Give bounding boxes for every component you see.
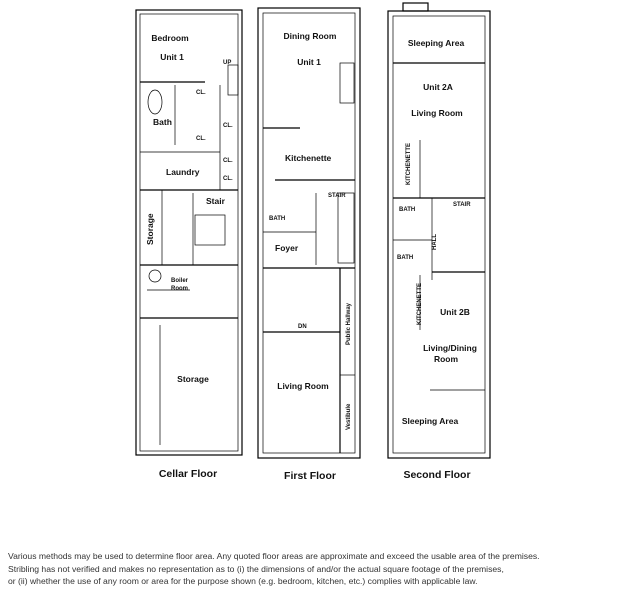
closet-label: CL. — [223, 158, 233, 164]
room-label-hall: HALL — [432, 234, 438, 250]
second-floor-plan: Sleeping Area Unit 2A Living Room KITCHE… — [387, 2, 491, 481]
room-label-kitchenette: KITCHENETTE — [406, 143, 412, 185]
up-label: UP — [223, 60, 231, 66]
room-label-boiler-room: Room — [171, 286, 188, 292]
room-label-public-hallway: Public Hallway — [346, 302, 352, 345]
cellar-floor-plan: Bedroom Unit 1 Bath Laundry Storage Stai… — [135, 9, 243, 480]
first-floor-plan: Dining Room Unit 1 Kitchenette STAIR BAT… — [257, 7, 361, 482]
dn-label: DN — [298, 324, 307, 330]
room-label-stair: Stair — [206, 196, 226, 206]
room-label-storage: Storage — [177, 374, 209, 384]
room-label-vestibule: Vestibule — [346, 403, 352, 430]
room-label-living-room: Living Room — [277, 381, 329, 391]
room-label-laundry: Laundry — [166, 167, 200, 177]
caption-cellar-floor: Cellar Floor — [159, 468, 217, 480]
room-label-bath: Bath — [153, 117, 172, 127]
room-label-stair: STAIR — [453, 202, 471, 208]
room-label-bedroom: Bedroom — [151, 33, 189, 43]
closet-label: CL. — [223, 123, 233, 129]
room-label-bath: BATH — [399, 207, 415, 213]
room-label-sleeping-area-bottom: Sleeping Area — [402, 416, 459, 426]
room-label-bath-2: BATH — [397, 255, 413, 261]
room-label-bath: BATH — [269, 216, 285, 222]
room-label-storage-small: Storage — [145, 213, 155, 245]
floor-plans: Bedroom Unit 1 Bath Laundry Storage Stai… — [135, 2, 491, 482]
closet-label: CL. — [196, 136, 206, 142]
room-label-unit: Unit 1 — [160, 52, 184, 62]
room-label-living-room: Living Room — [411, 108, 463, 118]
room-label-sleeping-area: Sleeping Area — [408, 38, 465, 48]
closet-label: CL. — [223, 176, 233, 182]
room-label-kitchenette: Kitchenette — [285, 153, 332, 163]
disclaimer-line: Various methods may be used to determine… — [8, 551, 540, 561]
room-label-living-dining-room: Room — [434, 354, 459, 364]
room-label-stair: STAIR — [328, 193, 346, 199]
disclaimer-line: or (ii) whether the use of any room or a… — [8, 576, 478, 586]
disclaimer: Various methods may be used to determine… — [8, 550, 638, 588]
room-label-foyer: Foyer — [275, 243, 299, 253]
room-label-dining-room: Dining Room — [284, 31, 337, 41]
room-label-kitchenette-2: KITCHENETTE — [417, 283, 423, 325]
room-label-unit-2b: Unit 2B — [440, 307, 470, 317]
caption-first-floor: First Floor — [284, 470, 336, 482]
room-label-boiler: Boiler — [171, 278, 189, 284]
closet-label: CL. — [196, 90, 206, 96]
room-label-unit-2a: Unit 2A — [423, 82, 453, 92]
caption-second-floor: Second Floor — [403, 469, 470, 481]
room-label-living-dining: Living/Dining — [423, 343, 477, 353]
disclaimer-line: Stribling has not verified and makes no … — [8, 563, 504, 574]
room-label-unit: Unit 1 — [297, 57, 321, 67]
